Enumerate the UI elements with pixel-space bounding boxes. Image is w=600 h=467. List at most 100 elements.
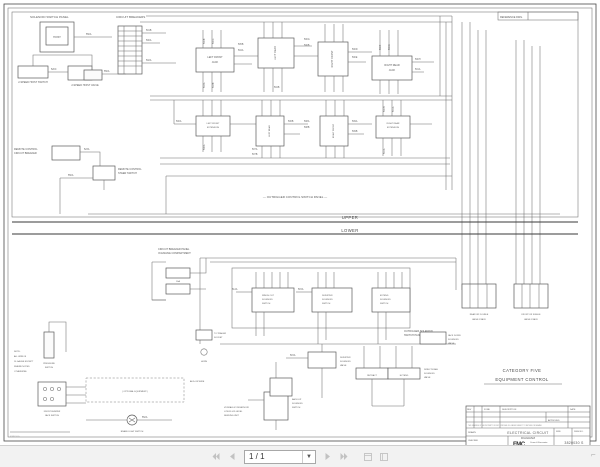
label-directional-valve-3: VALVE [424, 376, 431, 379]
wire-number: 500H [415, 59, 421, 61]
label-rc-steer-2: STEER SWITCH [118, 172, 137, 175]
switch-extend-1: EXTEND [380, 295, 389, 297]
label-cb-panel-2: IN ENGINE COMPARTMENT [158, 252, 191, 255]
next-page-icon[interactable] [321, 450, 334, 463]
label-to-trailer-1: TO TRAILER [214, 332, 227, 335]
switch-right-front-1: RIGHT FRONT [331, 50, 334, 68]
fit-page-icon[interactable] [361, 450, 374, 463]
page-number-input[interactable]: 1 / 1 ▼ [244, 449, 316, 464]
label-bumper-jack-2: JACK SWITCH [45, 414, 60, 417]
note-2: ALL WIRE IS [14, 355, 27, 358]
electrical-circuit-schematic: SOLENOID SWITCH PANEL HOIST 550A 550A CI… [3, 3, 597, 445]
cb-note: 30A [176, 280, 180, 283]
wire-number: 500D [352, 49, 358, 51]
switch-extend-2: SOLENOID [380, 299, 391, 301]
first-page-icon[interactable] [210, 450, 223, 463]
switch-lr-ext-1: LEFT REAR [268, 125, 271, 137]
switch-rr-ext-1: RIGHT REAR [387, 122, 400, 125]
label-outrigger-control-switch-panel: — OUTRIGGER CONTROL SWITCH PANEL — [263, 195, 327, 199]
field-checked: CHECKED [468, 440, 479, 442]
label-brake-light-switch: BRAKE LIGHT SWITCH [121, 430, 144, 433]
wire-number: 515A [298, 288, 304, 291]
note-3: 16 GAUGE EXCEPT [14, 360, 34, 363]
label-directional-valve-1: DIRECTIONAL [424, 368, 439, 371]
wire-number: 508B [304, 127, 310, 129]
field-drawn: DRAWN [468, 431, 476, 434]
wire-number: 500B [204, 38, 206, 44]
note-add-on-wire: ADD-ON WIRE [190, 380, 205, 383]
label-front-stack-1: FRONT OR SINGLE [521, 314, 541, 316]
chevron-down-icon[interactable]: ▼ [302, 450, 315, 463]
label-rear-stack-2: VALVE STACK [472, 318, 486, 321]
wire-number: 510A [383, 148, 386, 154]
label-bumper-jack-1: FRONT BUMPER [44, 411, 61, 413]
label-rc-cb-1: REMOTE CONTROL [14, 148, 38, 151]
fit-width-icon[interactable] [377, 450, 390, 463]
label-lower: LOWER [341, 228, 358, 233]
wire-number: 500F [380, 44, 382, 50]
switch-right-rear-2: JACK [389, 69, 396, 72]
switch-rf-ext-1: RIGHT FRONT [333, 123, 335, 138]
wire-number: 500A [146, 39, 152, 42]
switch-left-front-2: JACK [212, 61, 219, 64]
label-outrigger-sol-2: SWITCH PANEL [404, 334, 423, 337]
label-reference-dwg: REFERENCE DWG. [500, 16, 523, 19]
label-solenoid-switch-panel: SOLENOID SWITCH PANEL [30, 15, 69, 19]
wire-number: 501A [415, 68, 421, 71]
title-line-2: DIAGRAM [521, 436, 536, 440]
field-dwgno: DWG NO. [574, 431, 584, 433]
switch-label-hoist: HOIST [53, 36, 61, 39]
note-optional-equipment: ( OPTIONAL EQUIPMENT ) [122, 390, 148, 393]
wire-number: 500C [213, 38, 215, 44]
wire-number: 503B [213, 82, 215, 88]
wire-number: 550A [68, 174, 74, 177]
wire-number: 503A [203, 82, 206, 88]
wire-number: 520C [51, 69, 57, 71]
switch-winch-out-2: SOLENOID [262, 299, 273, 301]
field-size: SIZE [556, 431, 561, 433]
label-horn: HORN [201, 361, 208, 363]
label-retract: RETRACT [367, 374, 378, 377]
rev-header-desc: DESCRIPTION [502, 409, 517, 411]
switch-diverter-2: SOLENOID [322, 299, 333, 301]
label-2speed-hoist-valve: 2-SPEED HOIST VALVE [71, 84, 99, 87]
wire-number: 504B [274, 87, 280, 89]
drawing-sheet: SOLENOID SWITCH PANEL HOIST 550A 550A CI… [3, 3, 597, 445]
label-rc-steer-1: REMOTE CONTROL [118, 168, 142, 171]
wire-number: 507B [252, 154, 258, 156]
label-pressure-switch-1: PRESSURE [43, 363, 55, 365]
wire-number: 506A [203, 144, 206, 150]
wire-number: 500G [304, 39, 310, 41]
wire-number: 502A [146, 59, 152, 62]
label-front-stack-2: VALVE STACK [524, 318, 538, 321]
label-upper: UPPER [342, 215, 358, 220]
last-page-icon[interactable] [337, 450, 350, 463]
label-diverter-valve-3: VALVE [340, 364, 347, 367]
wire-number: 514A [232, 288, 238, 291]
label-backup-sol-1: BACK-UP [292, 398, 302, 401]
title-block-notice: THIS DRAWING IS THE PROPERTY OF FMC CORP… [468, 424, 543, 427]
label-diverter-valve-1: DIVERTER [340, 357, 351, 359]
rev-header-date: DATE [570, 408, 576, 411]
switch-extend-3: SWITCH [380, 303, 389, 305]
wire-number: 550A [104, 70, 110, 73]
wire-number: 500E [352, 57, 358, 59]
label-jack-down-3: VALVE [448, 342, 455, 345]
wire-number: 515A [290, 354, 296, 357]
wire-number: 501B [146, 30, 152, 32]
wire-number: 501A [392, 106, 395, 112]
label-jack-down-1: JACK DOWN [448, 334, 461, 337]
label-hyd-res-3: SENDING UNIT [224, 415, 240, 417]
wire-number: 509A [352, 120, 358, 123]
label-jack-down-2: SOLENOID [448, 339, 459, 341]
switch-left-front-1: LEFT FRONT [207, 56, 223, 59]
drawing-number: 3820030 S [564, 441, 584, 445]
note-5: OTHERWISE. [14, 371, 28, 373]
drawing-viewport[interactable]: SOLENOID SWITCH PANEL HOIST 550A 550A CI… [0, 0, 600, 445]
label-rc-cb-2: CIRCUIT BREAKER [14, 152, 37, 155]
label-outrigger-sol-1: OUTRIGGER SOLENOID [404, 330, 433, 333]
page-number-value: 1 / 1 [249, 452, 265, 461]
brand-sub-1: Crane & Excavator [530, 441, 548, 444]
prev-page-icon[interactable] [226, 450, 239, 463]
